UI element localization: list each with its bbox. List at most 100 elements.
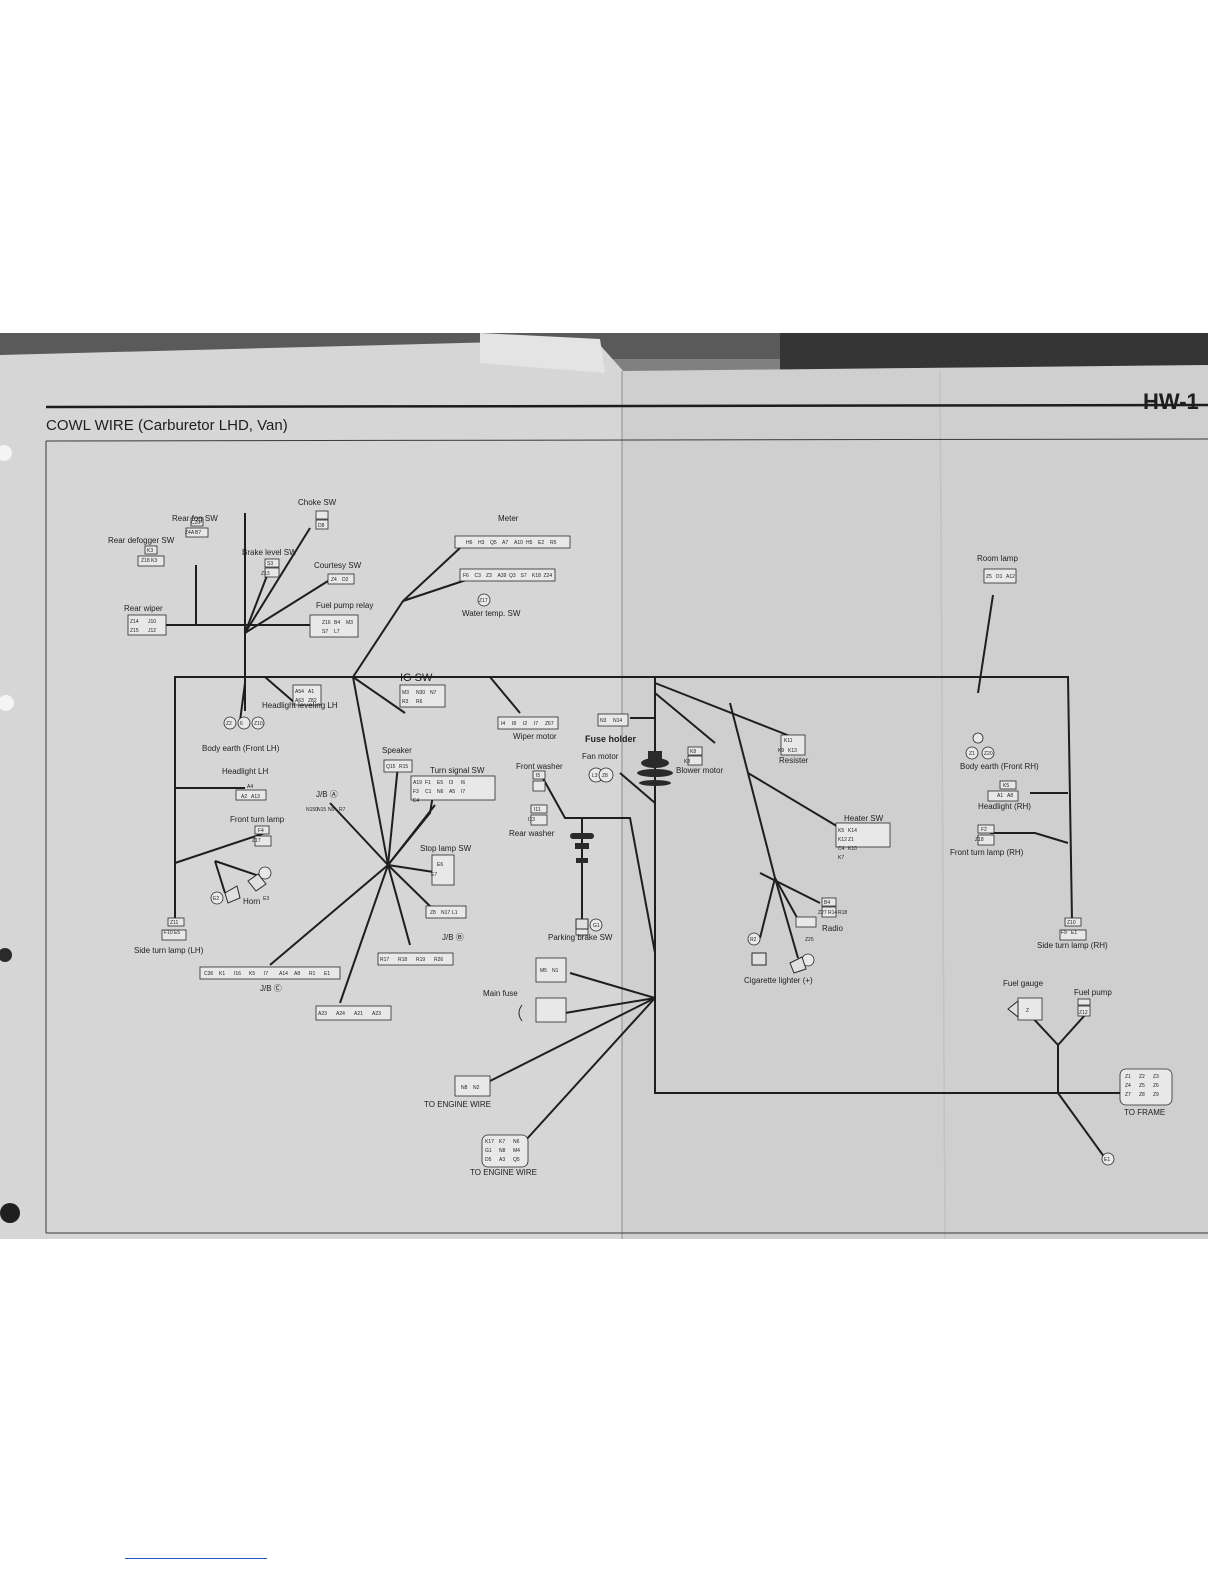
pin-code-item: A19 <box>413 780 422 786</box>
label-front-washer: Front washer <box>516 762 563 771</box>
label-turn-signal-sw: Turn signal SW <box>430 766 485 775</box>
pin-code-item: F9 <box>1061 930 1067 936</box>
pin-code-item: K3 <box>151 558 157 564</box>
pin-code-item: E7 <box>431 872 437 878</box>
pin-code-item: R5 <box>550 540 557 546</box>
pin-code-item: Z7 <box>1125 1092 1131 1098</box>
pin-code-item: I4 <box>501 721 505 727</box>
pin-code-item: K5 <box>1003 783 1009 789</box>
pin-code-item: Z17 <box>479 598 488 604</box>
pin-code-item: D8 <box>318 523 325 529</box>
pin-code-item: Z12 <box>1079 1010 1088 1016</box>
pin-code-item: Z20 <box>984 751 993 757</box>
pin-code-item: I8 <box>512 721 516 727</box>
pin-code-item: I13 <box>528 817 535 823</box>
pin-code-item: I3 <box>449 780 453 786</box>
label-fuel-pump: Fuel pump <box>1074 988 1112 997</box>
pin-code-item: K5 <box>838 828 844 834</box>
diagram-title: COWL WIRE (Carburetor LHD, Van) <box>46 417 288 434</box>
connector-shapes <box>127 510 1173 1168</box>
label-to-engine-wire-1: TO ENGINE WIRE <box>424 1100 491 1109</box>
label-stop-lamp-sw: Stop lamp SW <box>420 844 472 853</box>
pin-code-item: Z1 <box>848 837 854 843</box>
label-blower-motor: Blower motor <box>676 766 723 775</box>
pin-code: I5 <box>536 773 540 779</box>
pin-code-item: B4 <box>824 900 830 906</box>
label-to-frame: TO FRAME <box>1124 1108 1165 1117</box>
pin-code-item: G1 <box>593 923 600 929</box>
pin-code-item: A24 <box>336 1011 345 1017</box>
pin-code-item: R1 <box>309 971 316 977</box>
binder-hole <box>0 948 12 962</box>
pin-code-item: I7 <box>534 721 538 727</box>
wiring-diagram-sheet: HW-1 COWL WIRE (Carburetor LHD, Van) <box>0 333 1208 1239</box>
pin-code-item: E4 <box>413 798 419 804</box>
pin-code-item: R15 <box>399 764 408 770</box>
pin-code: Z12 <box>1079 1010 1088 1016</box>
pin-code-item: K1 <box>219 971 225 977</box>
pin-code-item: N1 <box>552 968 559 974</box>
pin-code-item: K7 <box>838 855 844 861</box>
pin-code-item: K3 <box>147 548 153 554</box>
pin-code-item: D2 <box>342 577 349 583</box>
pin-code-item: R14 <box>828 910 837 916</box>
pin-code-item: Z17 <box>252 838 261 844</box>
pin-code-item: N15 <box>317 807 326 813</box>
pin-code-item: E1 <box>1071 930 1077 936</box>
pin-code-item: R6 <box>416 699 423 705</box>
label-headlight-rh: Headlight (RH) <box>978 802 1031 811</box>
pin-code-item: I6 <box>461 780 465 786</box>
device-symbols <box>224 873 1019 1022</box>
bottom-underline-link[interactable] <box>125 1558 267 1559</box>
pin-code-item: E2 <box>213 896 219 902</box>
label-headlight-leveling-lh: Headlight leveling LH <box>262 701 338 710</box>
label-side-turn-lamp-rh: Side turn lamp (RH) <box>1037 941 1108 950</box>
pin-code-item: Z15 <box>130 628 139 634</box>
pin-code-item: R19 <box>416 957 425 963</box>
pin-code-item: K8 <box>684 759 690 765</box>
pin-code-item: H3 <box>478 540 485 546</box>
label-brake-level-sw: Brake level SW <box>242 548 297 557</box>
pin-code-item: N0 <box>328 807 335 813</box>
pin-code-item: E5 <box>437 780 443 786</box>
label-room-lamp: Room lamp <box>977 554 1018 563</box>
pin-code-item: I5 <box>536 773 540 779</box>
label-rear-washer: Rear washer <box>509 829 555 838</box>
pin-code-item: I16 <box>234 971 241 977</box>
pin-code-item: A63 <box>295 698 304 704</box>
binder-hole <box>0 445 12 461</box>
pin-code-item: Z18 <box>141 558 150 564</box>
scanned-photo: HW-1 COWL WIRE (Carburetor LHD, Van) <box>0 333 1208 1239</box>
pin-code-item: K10 <box>848 846 857 852</box>
pin-code-item: N14 <box>613 718 622 724</box>
pin-code-item: Z82 <box>308 698 317 704</box>
pin-code-item: K14 <box>848 828 857 834</box>
pin-code-item: Z8 <box>430 910 436 916</box>
pin-code-item: E6 <box>437 862 443 868</box>
pin-code-item: Z4 <box>331 577 337 583</box>
label-cigarette-lighter: Cigarette lighter (+) <box>744 976 813 985</box>
label-jb-a: J/B Ⓐ <box>316 790 338 799</box>
pin-code-item: Z1 <box>1125 1074 1131 1080</box>
pin-code-item: E1 <box>324 971 330 977</box>
pin-code-item: C36 <box>204 971 213 977</box>
pin-code-item: F6 <box>463 573 469 579</box>
label-front-turn-lamp-rh: Front turn lamp (RH) <box>950 848 1024 857</box>
pin-code-item: Z8 <box>1139 1092 1145 1098</box>
header-rule <box>45 403 1208 409</box>
label-heater-sw: Heater SW <box>844 814 884 823</box>
